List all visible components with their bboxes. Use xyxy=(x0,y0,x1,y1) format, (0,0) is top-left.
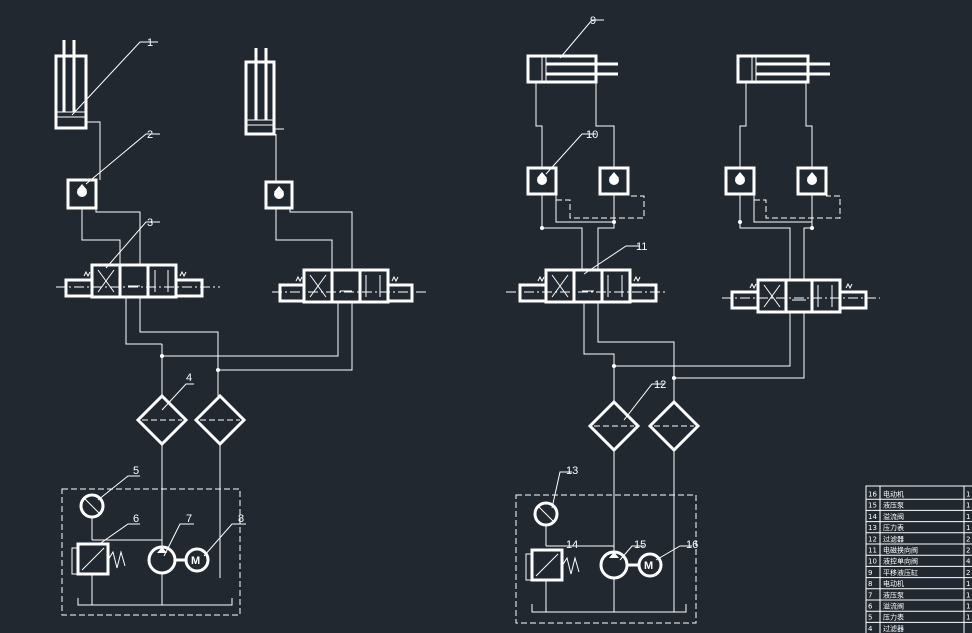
table-cell-name: 溢流阀 xyxy=(883,512,904,521)
label-12: 12 xyxy=(654,379,666,391)
label-9: 9 xyxy=(590,15,596,27)
table-cell-qty: 1 xyxy=(966,524,970,532)
svg-text:M: M xyxy=(644,560,653,572)
pump-right xyxy=(599,550,640,580)
table-cell-qty: 1 xyxy=(966,591,970,599)
motor-right: M xyxy=(637,552,663,578)
table-cell-qty: 4 xyxy=(966,558,971,566)
table-cell-name: 过滤器 xyxy=(883,624,904,633)
table-cell-qty: 2 xyxy=(966,547,970,555)
label-6: 6 xyxy=(133,513,139,525)
label-1: 1 xyxy=(147,37,153,49)
svg-text:M: M xyxy=(191,555,200,567)
label-13: 13 xyxy=(566,465,578,477)
table-cell-qty: 1 xyxy=(966,502,970,510)
table-cell-no: 7 xyxy=(868,591,872,599)
relief-valve-left xyxy=(71,542,126,576)
table-cell-no: 9 xyxy=(868,569,872,577)
table-cell-name: 平移液压缸 xyxy=(883,568,918,577)
table-cell-name: 电磁换向阀 xyxy=(883,546,918,555)
check-valve-left-a xyxy=(66,178,98,210)
directional-valve-left-b xyxy=(272,268,426,304)
label-14: 14 xyxy=(566,539,578,551)
table-cell-name: 过滤器 xyxy=(883,534,904,543)
label-8: 8 xyxy=(238,513,244,525)
table-cell-name: 电动机 xyxy=(883,490,904,499)
vertical-cylinder-left xyxy=(54,40,96,130)
check-valve-right-c xyxy=(724,166,756,196)
table-cell-no: 8 xyxy=(868,580,872,588)
directional-valve-left-a xyxy=(56,263,220,299)
label-4: 4 xyxy=(186,372,192,384)
table-cell-no: 5 xyxy=(868,614,872,622)
label-5: 5 xyxy=(133,465,139,477)
filter-left-a xyxy=(135,393,189,447)
table-cell-no: 12 xyxy=(868,535,877,543)
table-cell-no: 4 xyxy=(868,625,873,633)
table-cell-name: 液控单向阀 xyxy=(883,557,918,566)
table-cell-name: 溢流阀 xyxy=(883,602,904,611)
pump-station-left xyxy=(61,488,241,616)
check-valve-right-a xyxy=(526,166,558,196)
table-cell-qty: 2 xyxy=(966,569,970,577)
table-cell-qty: 1 xyxy=(966,580,970,588)
table-cell-name: 电动机 xyxy=(883,579,904,588)
label-10: 10 xyxy=(586,129,598,141)
table-cell-qty: 1 xyxy=(966,603,970,611)
table-cell-no: 11 xyxy=(868,547,877,555)
table-cell-name: 压力表 xyxy=(883,613,904,622)
vertical-cylinder-right xyxy=(244,48,284,136)
pump-station-right xyxy=(515,494,697,624)
filter-left-b xyxy=(193,393,247,447)
directional-valve-right-a xyxy=(506,268,666,304)
label-15: 15 xyxy=(634,539,646,551)
table-cell-no: 6 xyxy=(868,603,873,611)
table-cell-qty: 1 xyxy=(966,614,970,622)
check-valve-right-d xyxy=(796,166,828,196)
horizontal-cylinder-right-b xyxy=(736,54,830,84)
check-valve-left-b xyxy=(264,180,294,210)
table-cell-qty: 1 xyxy=(966,491,970,499)
filter-right-b xyxy=(647,399,701,453)
label-16: 16 xyxy=(686,539,698,551)
label-11: 11 xyxy=(636,241,647,253)
relief-valve-right xyxy=(525,548,580,582)
table-cell-no: 16 xyxy=(868,491,877,499)
label-3: 3 xyxy=(147,217,153,229)
table-cell-no: 15 xyxy=(868,502,877,510)
motor-left: M xyxy=(184,547,210,573)
table-cell-qty: 2 xyxy=(966,535,970,543)
table-cell-no: 10 xyxy=(868,558,877,566)
horizontal-cylinder-right-a xyxy=(526,54,618,84)
table-cell-name: 液压泵 xyxy=(883,590,904,599)
check-valve-right-b xyxy=(598,166,630,196)
table-cell-name: 压力表 xyxy=(883,523,904,532)
table-cell-no: 14 xyxy=(868,513,877,521)
directional-valve-right-b xyxy=(722,278,880,314)
table-cell-name: 液压泵 xyxy=(883,501,904,510)
filter-right-a xyxy=(587,399,641,453)
table-cell-no: 13 xyxy=(868,524,877,532)
table-cell-qty: 1 xyxy=(966,513,970,521)
label-2: 2 xyxy=(147,129,153,141)
pump-left xyxy=(147,545,186,575)
label-7: 7 xyxy=(186,513,192,525)
